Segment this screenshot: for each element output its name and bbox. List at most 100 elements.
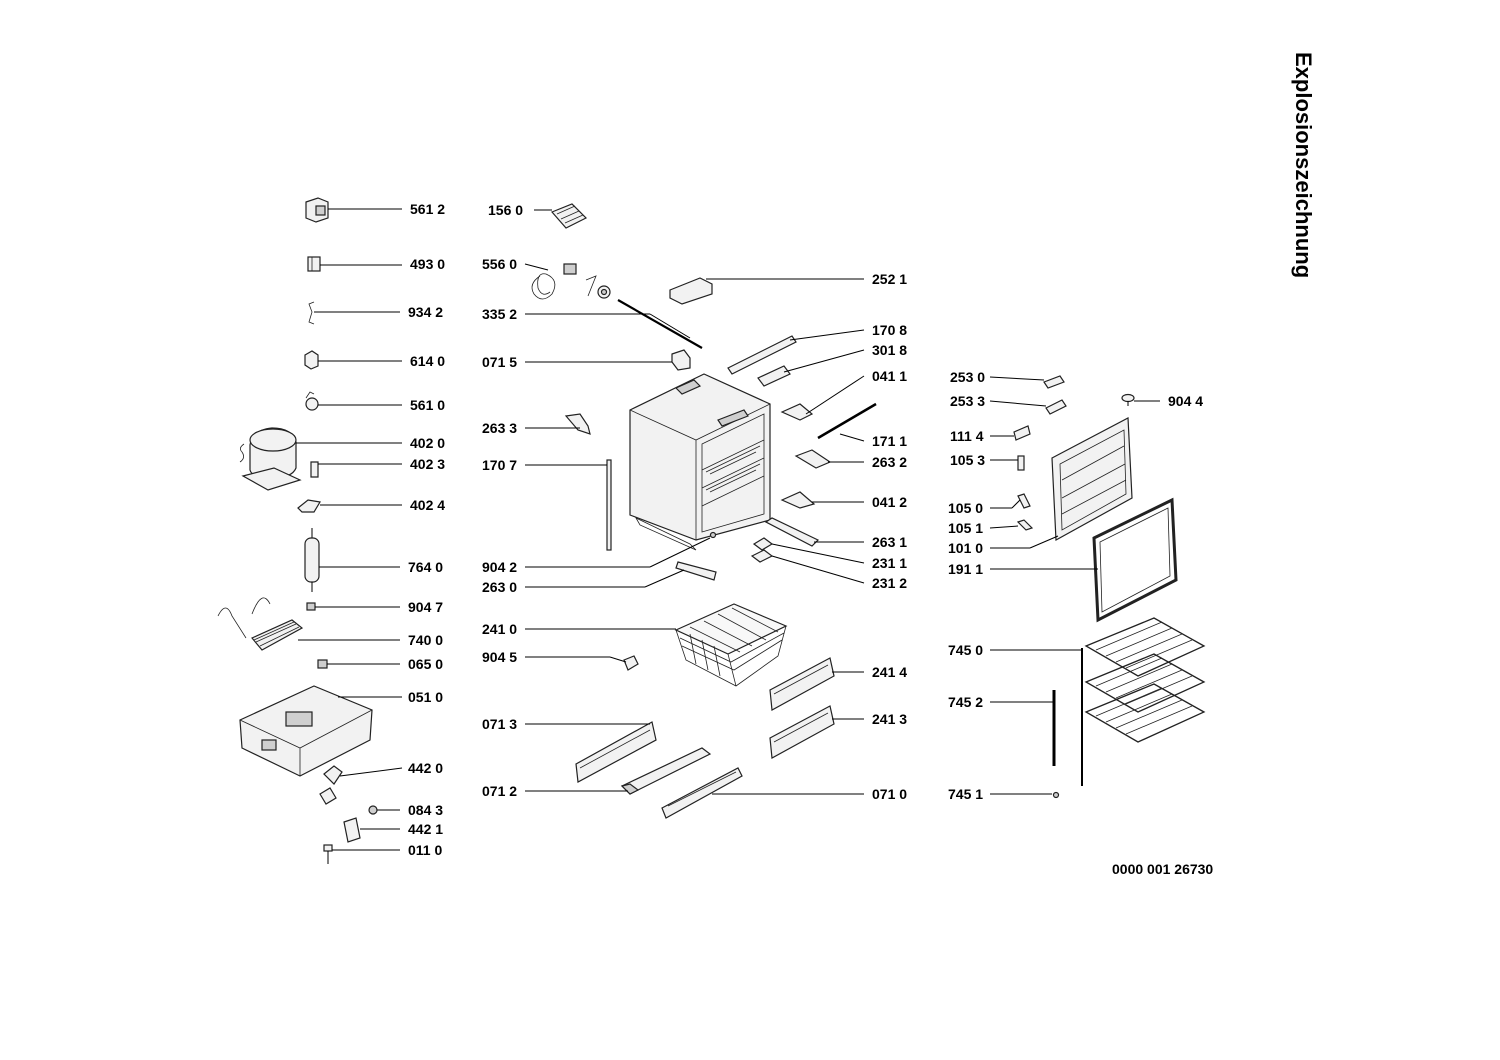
part-904-7[interactable]: 904 7 bbox=[306, 599, 443, 615]
part-071-3-panel[interactable]: 071 3 bbox=[482, 716, 657, 783]
part-402-4[interactable]: 402 4 bbox=[297, 497, 445, 513]
part-745-1[interactable]: 745 1 bbox=[948, 786, 1060, 802]
part-231-1[interactable]: 231 1 bbox=[752, 537, 907, 571]
label-071-2: 071 2 bbox=[482, 783, 517, 799]
label-105-1: 105 1 bbox=[948, 520, 983, 536]
part-084-3[interactable]: 084 3 bbox=[368, 802, 443, 818]
part-241-4-flap[interactable]: 241 4 bbox=[769, 657, 907, 711]
label-071-5: 071 5 bbox=[482, 354, 517, 370]
part-cabinet bbox=[629, 373, 771, 551]
label-493-0: 493 0 bbox=[410, 256, 445, 272]
label-904-2: 904 2 bbox=[482, 559, 517, 575]
part-263-3[interactable]: 263 3 bbox=[482, 413, 591, 436]
part-556-0-thermostat[interactable]: 556 0 bbox=[482, 256, 577, 300]
part-904-5[interactable]: 904 5 bbox=[482, 649, 639, 671]
part-071-2-panel[interactable]: 071 2 bbox=[482, 747, 712, 799]
part-740-0-condenser[interactable]: 740 0 bbox=[217, 597, 443, 651]
part-745-0-shelves[interactable]: 745 0 bbox=[948, 617, 1206, 786]
part-170-8[interactable]: 170 8 bbox=[727, 322, 907, 375]
label-065-0: 065 0 bbox=[408, 656, 443, 672]
part-241-0-basket[interactable]: 241 0 bbox=[482, 603, 788, 687]
part-442-0[interactable]: 442 0 bbox=[319, 760, 443, 805]
label-263-1: 263 1 bbox=[872, 534, 907, 550]
part-263-0[interactable]: 263 0 bbox=[482, 561, 717, 595]
label-105-3: 105 3 bbox=[950, 452, 985, 468]
part-171-1-strip[interactable]: 171 1 bbox=[817, 402, 907, 449]
label-745-0: 745 0 bbox=[948, 642, 983, 658]
part-934-2[interactable]: 934 2 bbox=[308, 301, 443, 325]
label-263-3: 263 3 bbox=[482, 420, 517, 436]
label-614-0: 614 0 bbox=[410, 353, 445, 369]
label-934-2: 934 2 bbox=[408, 304, 443, 320]
label-231-1: 231 1 bbox=[872, 555, 907, 571]
label-263-0: 263 0 bbox=[482, 579, 517, 595]
part-231-2[interactable]: 231 2 bbox=[750, 549, 907, 591]
part-335-2-rod[interactable]: 335 2 bbox=[482, 299, 703, 349]
part-263-1[interactable]: 263 1 bbox=[764, 517, 907, 550]
part-105-1[interactable]: 105 1 bbox=[948, 519, 1034, 536]
part-041-2-hinge[interactable]: 041 2 bbox=[780, 491, 907, 510]
part-170-7[interactable]: 170 7 bbox=[482, 457, 612, 551]
part-041-1-hinge[interactable]: 041 1 bbox=[780, 368, 907, 421]
part-493-0[interactable]: 493 0 bbox=[307, 256, 445, 272]
label-442-1: 442 1 bbox=[408, 821, 443, 837]
label-071-3: 071 3 bbox=[482, 716, 517, 732]
part-745-2-rail[interactable]: 745 2 bbox=[948, 690, 1056, 766]
part-253-0[interactable]: 253 0 bbox=[950, 369, 1065, 389]
part-904-4[interactable]: 904 4 bbox=[1121, 393, 1203, 409]
part-561-2[interactable]: 561 2 bbox=[305, 197, 445, 223]
part-071-0-panel[interactable]: 071 0 bbox=[661, 767, 907, 819]
label-764-0: 764 0 bbox=[408, 559, 443, 575]
part-561-0[interactable]: 561 0 bbox=[305, 391, 445, 413]
part-301-8[interactable]: 301 8 bbox=[757, 342, 907, 387]
label-071-0: 071 0 bbox=[872, 786, 907, 802]
label-745-2: 745 2 bbox=[948, 694, 983, 710]
part-614-0[interactable]: 614 0 bbox=[304, 350, 445, 370]
label-301-8: 301 8 bbox=[872, 342, 907, 358]
label-402-3: 402 3 bbox=[410, 456, 445, 472]
part-764-0-drier[interactable]: 764 0 bbox=[304, 528, 443, 592]
part-241-3-flap[interactable]: 241 3 bbox=[769, 705, 907, 759]
part-442-1[interactable]: 442 1 bbox=[343, 817, 443, 843]
label-156-0: 156 0 bbox=[488, 202, 523, 218]
part-105-0[interactable]: 105 0 bbox=[948, 493, 1031, 516]
label-904-4: 904 4 bbox=[1168, 393, 1203, 409]
label-191-1: 191 1 bbox=[948, 561, 983, 577]
part-051-0-base[interactable]: 051 0 bbox=[239, 685, 443, 777]
label-740-0: 740 0 bbox=[408, 632, 443, 648]
label-170-8: 170 8 bbox=[872, 322, 907, 338]
label-263-2: 263 2 bbox=[872, 454, 907, 470]
part-252-1[interactable]: 252 1 bbox=[669, 271, 907, 305]
part-071-5[interactable]: 071 5 bbox=[482, 349, 691, 371]
part-011-0[interactable]: 011 0 bbox=[323, 842, 442, 864]
label-051-0: 051 0 bbox=[408, 689, 443, 705]
part-263-2[interactable]: 263 2 bbox=[794, 449, 907, 470]
part-105-3[interactable]: 105 3 bbox=[950, 452, 1025, 471]
part-402-0-compressor[interactable]: 402 0 bbox=[239, 427, 445, 491]
part-111-4[interactable]: 111 4 bbox=[950, 425, 1031, 444]
label-335-2: 335 2 bbox=[482, 306, 517, 322]
label-241-4: 241 4 bbox=[872, 664, 907, 680]
part-156-0-ice-tray[interactable]: 156 0 bbox=[488, 202, 588, 229]
label-561-0: 561 0 bbox=[410, 397, 445, 413]
label-241-3: 241 3 bbox=[872, 711, 907, 727]
label-904-7: 904 7 bbox=[408, 599, 443, 615]
part-101-0-door[interactable]: 101 0 bbox=[948, 417, 1133, 556]
label-402-4: 402 4 bbox=[410, 497, 445, 513]
label-252-1: 252 1 bbox=[872, 271, 907, 287]
part-clip-knob[interactable] bbox=[585, 275, 611, 299]
part-904-2[interactable]: 904 2 bbox=[482, 531, 717, 576]
part-253-3[interactable]: 253 3 bbox=[950, 393, 1067, 415]
label-231-2: 231 2 bbox=[872, 575, 907, 591]
label-904-5: 904 5 bbox=[482, 649, 517, 665]
document-number: 0000 001 26730 bbox=[1112, 861, 1213, 877]
part-191-1-gasket[interactable]: 191 1 bbox=[948, 497, 1178, 623]
label-561-2: 561 2 bbox=[410, 201, 445, 217]
label-041-2: 041 2 bbox=[872, 494, 907, 510]
part-402-3[interactable]: 402 3 bbox=[310, 456, 445, 478]
part-065-0[interactable]: 065 0 bbox=[317, 656, 443, 672]
label-171-1: 171 1 bbox=[872, 433, 907, 449]
label-402-0: 402 0 bbox=[410, 435, 445, 451]
label-745-1: 745 1 bbox=[948, 786, 983, 802]
